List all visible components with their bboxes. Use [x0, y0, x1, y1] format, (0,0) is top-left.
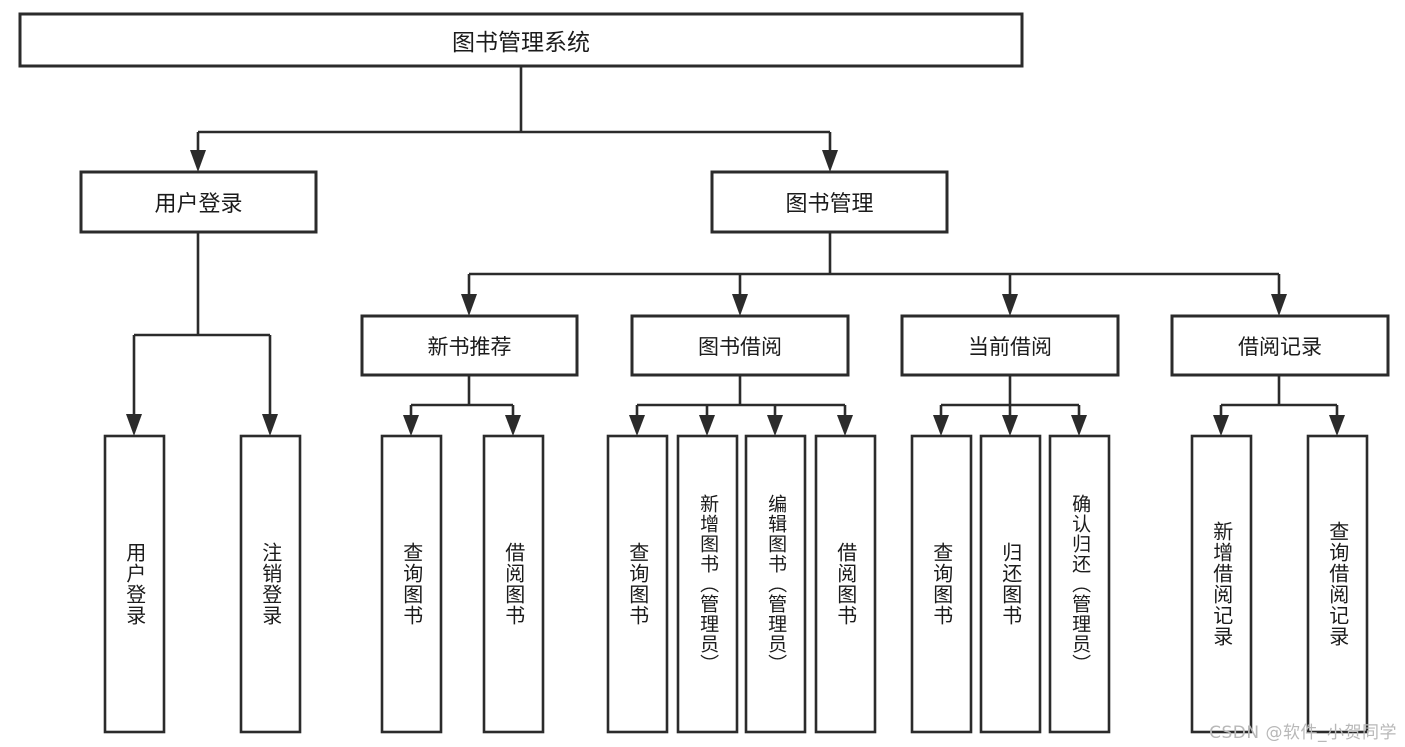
node-box-leaf-edit-book[interactable] [744, 434, 807, 734]
node-box-leaf-query-record[interactable] [1306, 434, 1369, 734]
arrowhead-to-current-borrow [1002, 294, 1018, 316]
watermark-text: CSDN @软件_小贺同学 [1209, 723, 1397, 743]
arrowhead-to-leaf-query-book-1 [403, 415, 419, 436]
node-box-book-borrow[interactable] [630, 314, 850, 377]
node-box-leaf-query-book-2[interactable] [606, 434, 669, 734]
arrowhead-to-leaf-borrow-book-2 [837, 415, 853, 436]
node-box-leaf-confirm-return[interactable] [1048, 434, 1111, 734]
node-box-leaf-logout[interactable] [239, 434, 302, 734]
node-box-leaf-add-book[interactable] [676, 434, 739, 734]
arrowhead-to-user-login [190, 150, 206, 172]
arrowhead-to-leaf-query-record [1329, 415, 1345, 436]
arrowhead-to-borrow-record [1271, 294, 1287, 316]
arrowhead-to-leaf-logout [262, 414, 278, 436]
arrowhead-to-book-borrow [732, 294, 748, 316]
node-box-current-borrow[interactable] [900, 314, 1120, 377]
arrowhead-to-leaf-add-record [1213, 415, 1229, 436]
arrowhead-to-new-book-rec [461, 294, 477, 316]
node-box-leaf-query-book-1[interactable] [380, 434, 443, 734]
arrowhead-to-leaf-user-login [126, 414, 142, 436]
node-box-user-login[interactable] [79, 170, 318, 234]
arrowhead-layer [126, 150, 1345, 436]
node-box-leaf-return-book[interactable] [979, 434, 1042, 734]
node-box-layer [18, 12, 1390, 734]
node-box-new-book-rec[interactable] [360, 314, 579, 377]
node-box-leaf-borrow-book-2[interactable] [814, 434, 877, 734]
node-box-leaf-user-login[interactable] [103, 434, 166, 734]
node-box-leaf-query-book-3[interactable] [910, 434, 973, 734]
arrowhead-to-leaf-borrow-book-1 [505, 415, 521, 436]
arrowhead-to-leaf-query-book-2 [629, 415, 645, 436]
arrowhead-to-leaf-query-book-3 [933, 415, 949, 436]
arrowhead-to-book-manage [822, 150, 838, 172]
node-box-borrow-record[interactable] [1170, 314, 1390, 377]
node-box-root[interactable] [18, 12, 1024, 68]
arrowhead-to-leaf-return-book [1002, 415, 1018, 436]
node-box-leaf-add-record[interactable] [1190, 434, 1253, 734]
node-box-leaf-borrow-book-1[interactable] [482, 434, 545, 734]
arrowhead-to-leaf-edit-book [767, 415, 783, 436]
arrowhead-to-leaf-confirm-return [1071, 415, 1087, 436]
arrowhead-to-leaf-add-book [699, 415, 715, 436]
node-box-book-manage[interactable] [710, 170, 949, 234]
